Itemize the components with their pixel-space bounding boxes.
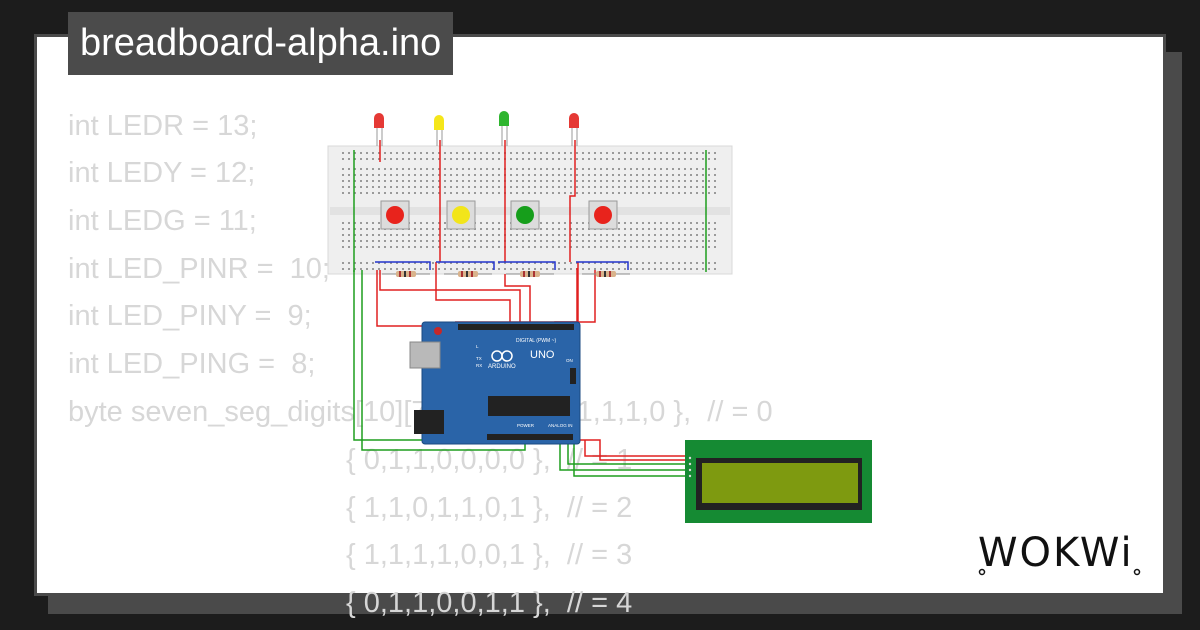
- logo-text: WOKWi: [978, 530, 1134, 576]
- code-line: { 1,1,1,1,0,0,1 }, // = 3: [346, 539, 633, 571]
- tx-label: TX: [476, 356, 482, 361]
- l-label: L: [476, 344, 479, 349]
- code-line: byte seven_seg_digits[10][7] = { { 1,1,1…: [68, 396, 773, 428]
- blue-wires: [375, 261, 629, 270]
- project-title[interactable]: breadboard-alpha.ino: [68, 12, 454, 75]
- digital-label: DIGITAL (PWM ~): [516, 338, 556, 344]
- code-line: { 1,1,0,1,1,0,1 }, // = 2: [346, 492, 633, 524]
- code-line: int LED_PINY = 9;: [68, 300, 312, 332]
- pushbutton-red-1[interactable]: [380, 200, 410, 230]
- code-line: int LED_PINR = 10;: [68, 253, 330, 285]
- on-label: ON: [566, 358, 573, 363]
- lcd-display[interactable]: [685, 440, 872, 523]
- led-red-1[interactable]: [374, 113, 384, 146]
- power-label: POWER: [517, 423, 535, 428]
- board-model: UNO: [530, 349, 555, 361]
- wokwi-logo: WOKWi: [978, 530, 1141, 576]
- arduino-uno[interactable]: UNO ARDUINO DIGITAL (PWM ~) POWER ANALOG…: [409, 321, 581, 445]
- code-line: int LEDG = 11;: [68, 205, 257, 237]
- resistors: [382, 271, 630, 277]
- pushbutton-red-2[interactable]: [588, 200, 618, 230]
- board-brand: ARDUINO: [488, 364, 516, 370]
- code-line: int LEDR = 13;: [68, 110, 258, 142]
- code-line: int LED_PING = 8;: [68, 348, 316, 380]
- analog-label: ANALOG IN: [548, 423, 573, 428]
- code-line: int LEDY = 12;: [68, 157, 256, 189]
- preview-card: [34, 34, 1166, 596]
- led-red-2[interactable]: [569, 113, 579, 146]
- led-green[interactable]: [499, 111, 509, 146]
- led-yellow[interactable]: [434, 115, 444, 146]
- pushbutton-green[interactable]: [510, 200, 540, 230]
- pushbutton-yellow[interactable]: [446, 200, 476, 230]
- rx-label: RX: [476, 363, 482, 368]
